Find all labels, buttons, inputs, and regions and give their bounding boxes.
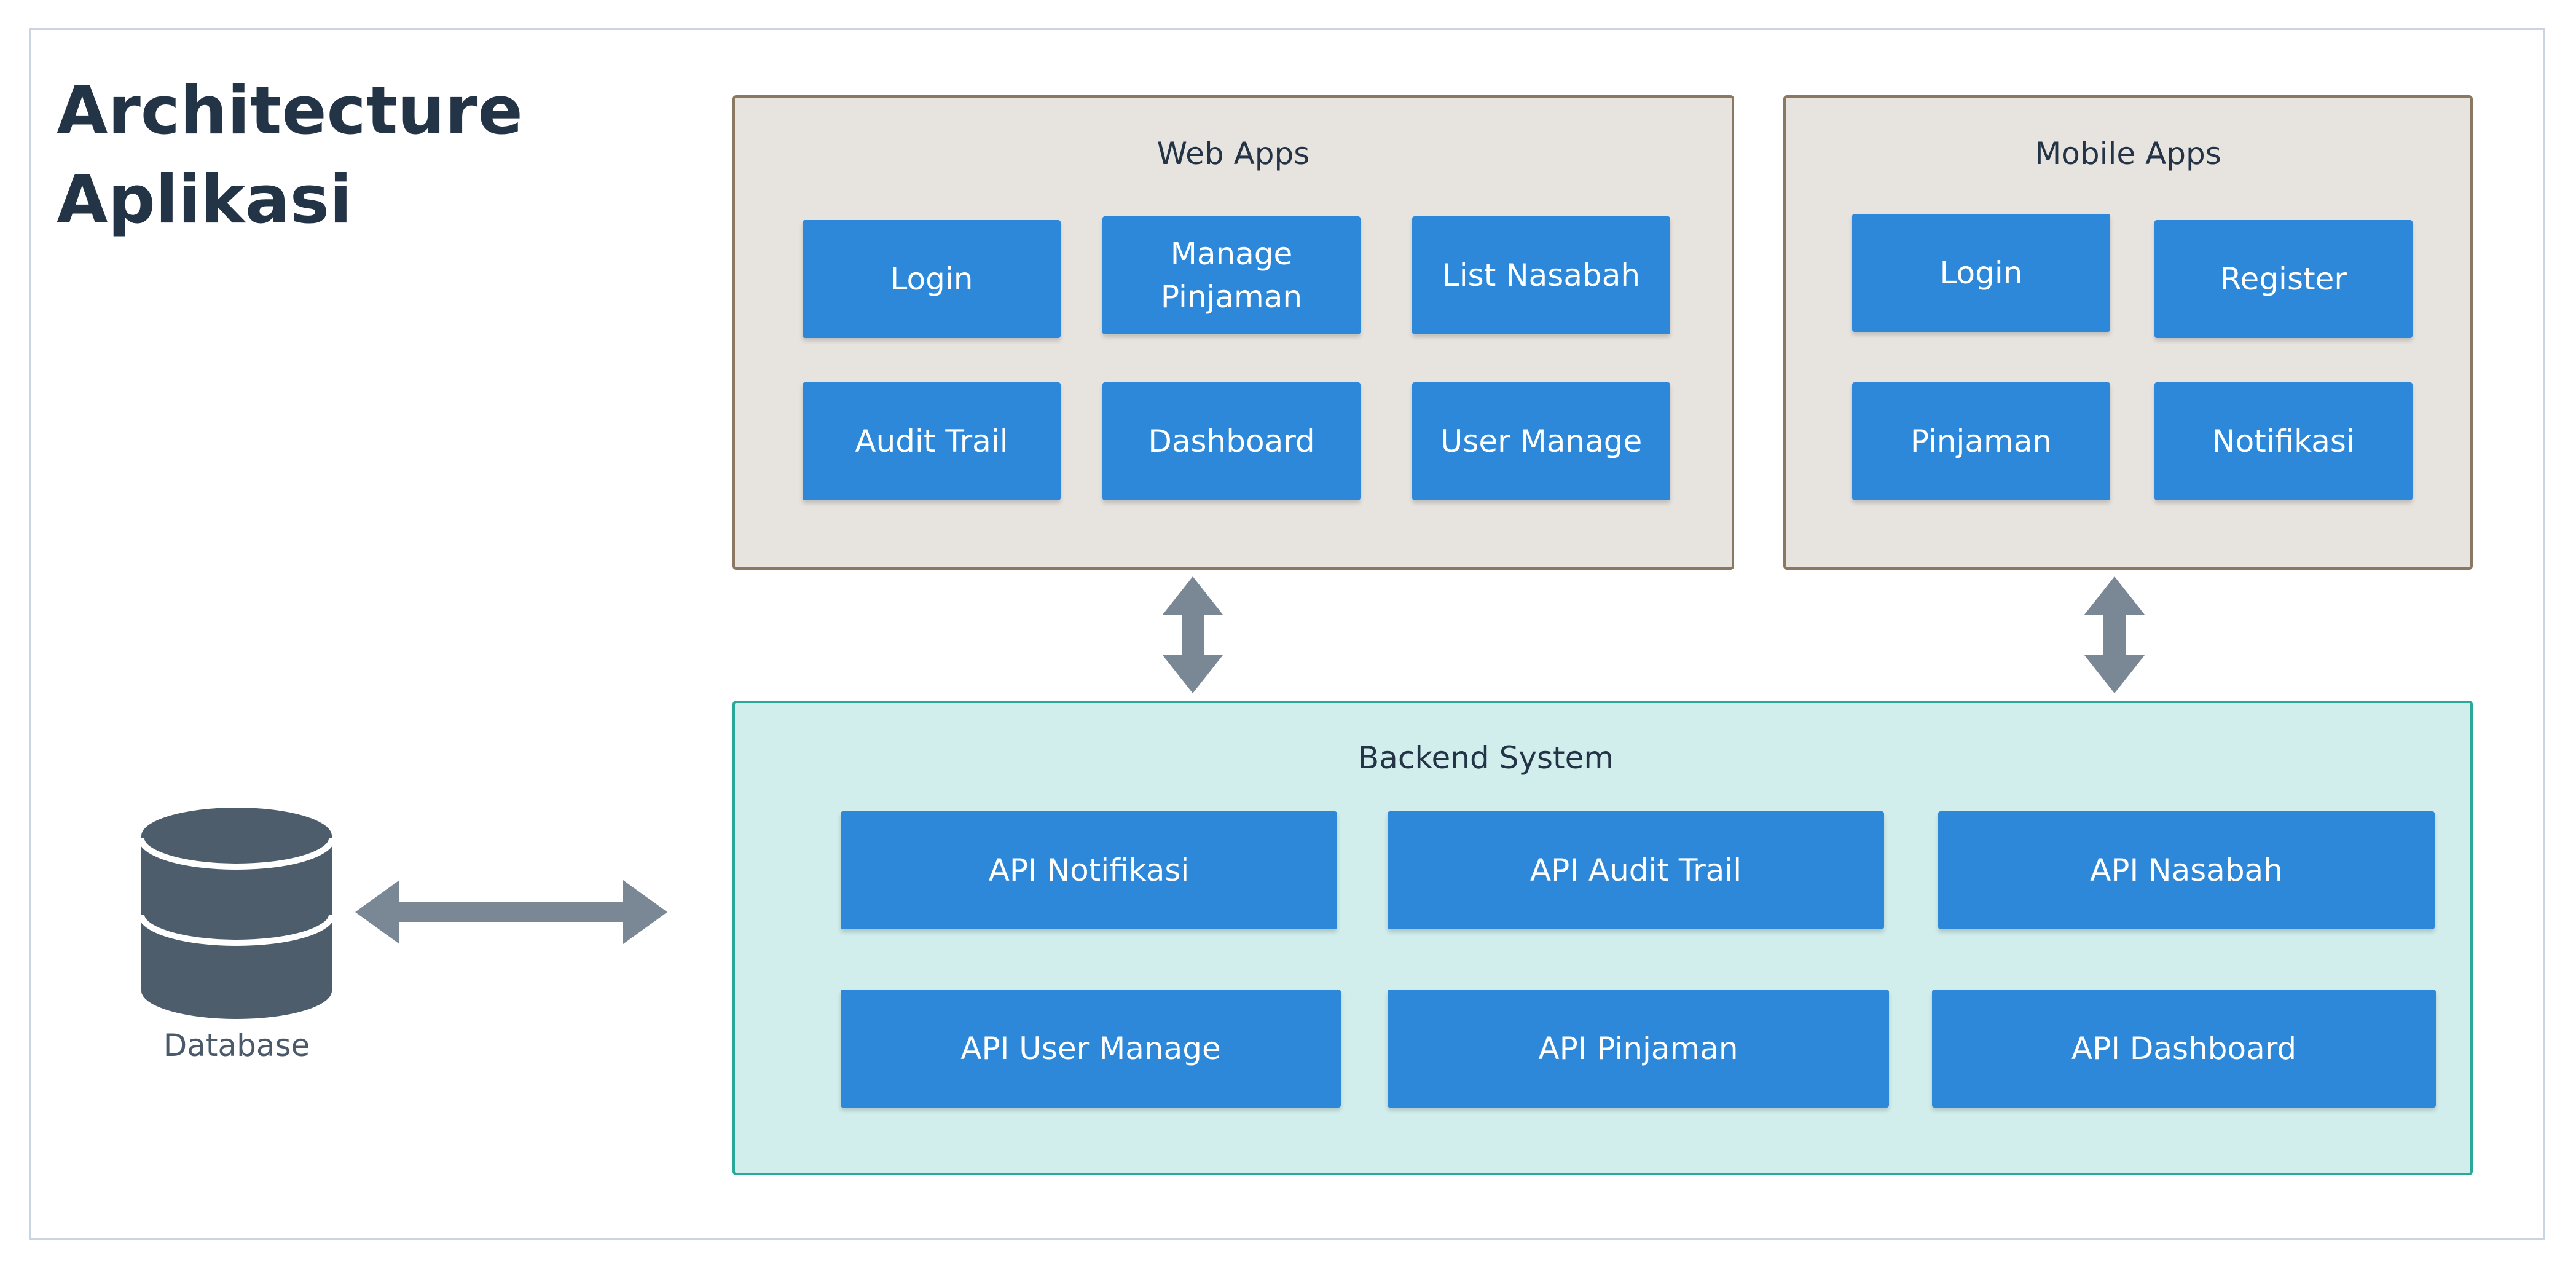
web-user-manage-module: User Manage [1412,382,1670,500]
api-nasabah-module: API Nasabah [1938,811,2435,929]
web-login-module: Login [803,220,1061,338]
api-dashboard-module: API Dashboard [1932,990,2436,1108]
database-backend-arrow [355,880,667,944]
mobile-pinjaman-module: Pinjaman [1852,382,2110,500]
api-notifikasi-module: API Notifikasi [841,811,1337,929]
mobile-backend-arrow [2084,576,2145,693]
mobile-notifikasi-module: Notifikasi [2154,382,2413,500]
web-backend-arrow [1163,576,1223,693]
title-line-1: Architecture [57,73,523,149]
database-label: Database [163,1028,310,1063]
web-manage-pinjaman-module: Manage Pinjaman [1102,216,1361,334]
web-list-nasabah-module: List Nasabah [1412,216,1670,334]
backend-system-label: Backend System [1357,740,1614,776]
web-apps-label: Web Apps [1156,136,1310,171]
api-pinjaman-module: API Pinjaman [1388,990,1889,1108]
mobile-apps-label: Mobile Apps [2035,136,2221,171]
mobile-login-module: Login [1852,214,2110,332]
database-icon [140,808,333,1019]
mobile-register-module: Register [2154,220,2413,338]
web-dashboard-module: Dashboard [1102,382,1361,500]
api-audit-trail-module: API Audit Trail [1388,811,1884,929]
diagram-title: Architecture Aplikasi [57,66,610,245]
api-user-manage-module: API User Manage [841,990,1341,1108]
title-line-2: Aplikasi [57,162,352,238]
web-audit-trail-module: Audit Trail [803,382,1061,500]
